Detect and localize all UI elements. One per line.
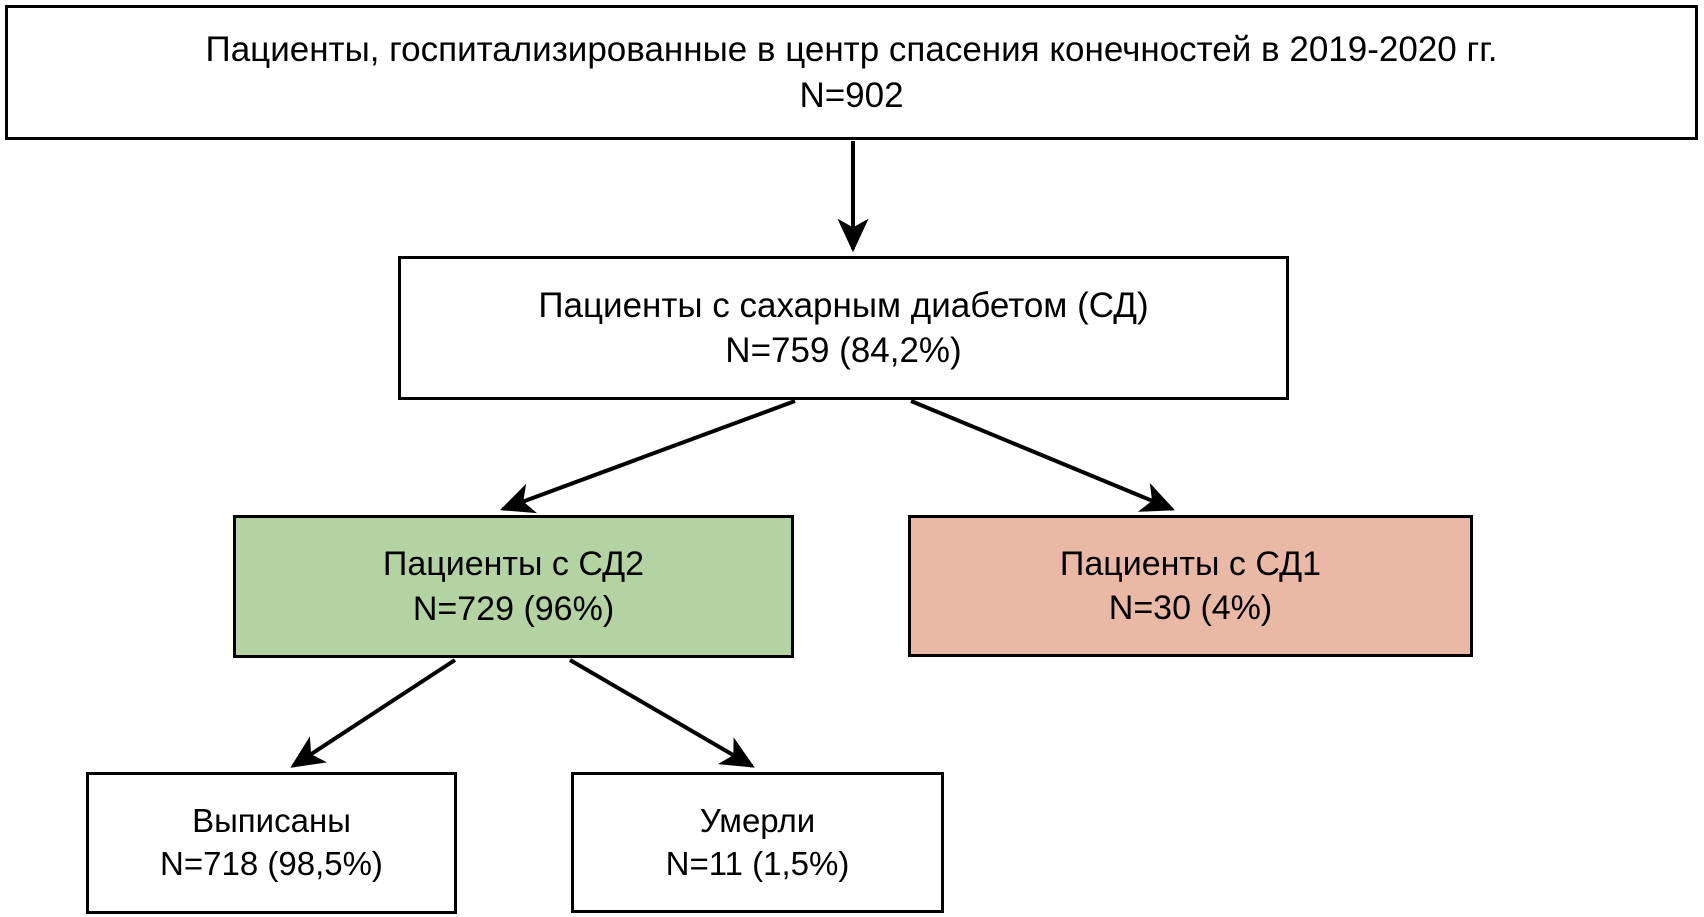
node-discharged[interactable]: Выписаны N=718 (98,5%) (86, 772, 457, 914)
node-dm1[interactable]: Пациенты с СД1 N=30 (4%) (908, 515, 1473, 657)
node-dm2-line1: Пациенты с СД2 (382, 545, 645, 584)
node-root-cohort[interactable]: Пациенты, госпитализированные в центр сп… (5, 5, 1698, 140)
node-dm2-line2: N=729 (96%) (412, 589, 615, 628)
edge-dm2-to-discharged (290, 658, 457, 768)
edge-dm2-to-died (568, 658, 755, 768)
node-died-line1: Умерли (699, 801, 816, 839)
node-dm1-line2: N=30 (4%) (1108, 589, 1273, 627)
node-died-line2: N=11 (1,5%) (665, 844, 850, 882)
node-root-line1: Пациенты, госпитализированные в центр сп… (205, 30, 1498, 69)
node-diabetes-line1: Пациенты с сахарным диабетом (СД) (538, 285, 1149, 325)
node-discharged-line2: N=718 (98,5%) (160, 845, 383, 882)
node-root-line2: N=902 (799, 75, 904, 115)
node-died[interactable]: Умерли N=11 (1,5%) (571, 772, 944, 913)
node-diabetes-line2: N=759 (84,2%) (725, 331, 962, 370)
node-diabetes[interactable]: Пациенты с сахарным диабетом (СД) N=759 … (398, 256, 1289, 400)
edge-diabetes-to-dm1 (910, 399, 1175, 512)
node-dm1-line1: Пациенты с СД1 (1059, 544, 1322, 583)
node-dm2[interactable]: Пациенты с СД2 N=729 (96%) (233, 515, 794, 658)
node-discharged-line1: Выписаны (192, 802, 351, 840)
edge-diabetes-to-dm2 (499, 399, 796, 514)
